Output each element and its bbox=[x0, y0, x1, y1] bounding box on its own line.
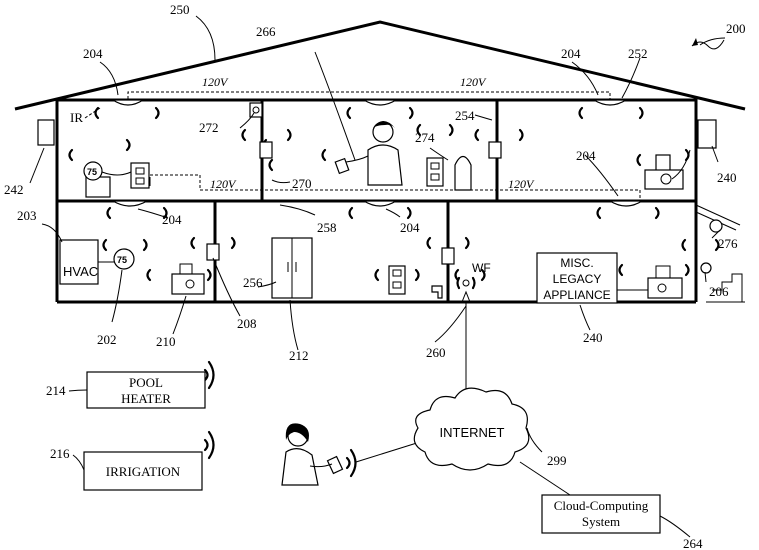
ref-210: 210 bbox=[156, 334, 176, 349]
house-roof bbox=[14, 20, 746, 111]
internet-cloud-link bbox=[519, 461, 571, 496]
hazard-detector-icon bbox=[110, 99, 645, 207]
voltage-label-middle-right: 120V bbox=[508, 177, 535, 191]
voltage-label-top-right: 120V bbox=[460, 75, 487, 89]
smart-outlet-icon bbox=[426, 157, 444, 187]
ref-206: 206 bbox=[709, 284, 729, 299]
reference-numerals: 250 266 200 204 204 252 272 274 254 204 … bbox=[4, 2, 746, 550]
ref-240-b: 240 bbox=[583, 330, 603, 345]
pet-door-icon bbox=[431, 285, 443, 299]
wall-switch-icon bbox=[206, 141, 502, 265]
electrical-wiring bbox=[127, 91, 641, 198]
pool-heater-line-2: HEATER bbox=[121, 391, 171, 406]
light-switch-icon bbox=[249, 102, 263, 118]
refrigerator-icon bbox=[271, 237, 313, 299]
ref-242: 242 bbox=[4, 182, 24, 197]
doorbell-icon bbox=[700, 262, 712, 274]
cloud-computing-system-box: Cloud-Computing System bbox=[541, 494, 661, 534]
ref-200: 200 bbox=[726, 21, 746, 36]
ref-274: 274 bbox=[415, 130, 435, 145]
ref-204-b: 204 bbox=[561, 46, 581, 61]
ref-254: 254 bbox=[455, 108, 475, 123]
ref-258: 258 bbox=[317, 220, 337, 235]
figure-arrowhead bbox=[692, 38, 698, 46]
wifi-label: WF bbox=[472, 261, 491, 275]
ref-270: 270 bbox=[292, 176, 312, 191]
pool-heater-line-1: POOL bbox=[129, 375, 163, 390]
appliance-line-3: APPLIANCE bbox=[543, 288, 610, 302]
wifi-router-icon: WF bbox=[456, 261, 491, 303]
ref-212: 212 bbox=[289, 348, 309, 363]
thermostat-cable bbox=[101, 171, 132, 176]
porch-light-icon bbox=[709, 219, 723, 233]
ref-264: 264 bbox=[683, 536, 703, 550]
router-internet-link bbox=[465, 302, 470, 401]
ref-272: 272 bbox=[199, 120, 219, 135]
smart-outlet-icon bbox=[130, 162, 150, 189]
pool-heater-box: POOL HEATER bbox=[86, 371, 206, 409]
thermostat-display: 75 bbox=[87, 167, 97, 177]
appliance-line-1: MISC. bbox=[560, 256, 593, 270]
voltage-label-middle-left: 120V bbox=[210, 177, 237, 191]
smart-appliance-icon bbox=[644, 149, 691, 190]
ref-252: 252 bbox=[628, 46, 648, 61]
window-icon bbox=[37, 119, 55, 146]
window-icon-right bbox=[697, 119, 717, 149]
ir-label: IR bbox=[70, 110, 83, 125]
ref-208: 208 bbox=[237, 316, 257, 331]
hvac-unit: HVAC bbox=[59, 239, 99, 285]
wireless-signal-icon bbox=[68, 106, 720, 478]
smart-outlet-icon bbox=[171, 263, 205, 295]
hvac-label: HVAC bbox=[63, 264, 98, 279]
ref-204-d: 204 bbox=[162, 212, 182, 227]
internet-cloud-icon: INTERNET bbox=[413, 387, 530, 471]
ref-202: 202 bbox=[97, 332, 117, 347]
internet-label: INTERNET bbox=[440, 425, 505, 440]
reference-leader-lines bbox=[29, 15, 726, 538]
ref-214: 214 bbox=[46, 383, 66, 398]
thermostat-icon: 75 bbox=[113, 248, 135, 270]
smart-speaker-icon bbox=[454, 155, 472, 191]
irrigation-label: IRRIGATION bbox=[106, 464, 181, 479]
ref-260: 260 bbox=[426, 345, 446, 360]
ref-256: 256 bbox=[243, 275, 263, 290]
ref-250: 250 bbox=[170, 2, 190, 17]
legacy-appliance-box: MISC. LEGACY APPLIANCE bbox=[536, 252, 618, 304]
thermostat-display-2: 75 bbox=[117, 255, 127, 265]
appliance-line-2: LEGACY bbox=[553, 272, 602, 286]
ref-204-a: 204 bbox=[83, 46, 103, 61]
voltage-label-top-left: 120V bbox=[202, 75, 229, 89]
thermostat-icon: 75 bbox=[83, 161, 111, 198]
ref-276: 276 bbox=[718, 236, 738, 251]
ref-240-a: 240 bbox=[717, 170, 737, 185]
ref-203: 203 bbox=[17, 208, 37, 223]
ref-204-c: 204 bbox=[576, 148, 596, 163]
ref-266: 266 bbox=[256, 24, 276, 39]
ref-204-e: 204 bbox=[400, 220, 420, 235]
smart-outlet-icon bbox=[647, 265, 683, 299]
ref-299: 299 bbox=[547, 453, 567, 468]
cloud-system-line-1: Cloud-Computing bbox=[554, 498, 649, 513]
smart-outlet-icon bbox=[388, 265, 406, 295]
phone-internet-link bbox=[355, 441, 421, 463]
person-icon bbox=[334, 121, 403, 186]
ir-beam bbox=[84, 107, 101, 119]
remote-user-icon bbox=[281, 423, 344, 486]
cloud-system-line-2: System bbox=[582, 514, 620, 529]
ref-216: 216 bbox=[50, 446, 70, 461]
irrigation-box: IRRIGATION bbox=[83, 451, 203, 491]
